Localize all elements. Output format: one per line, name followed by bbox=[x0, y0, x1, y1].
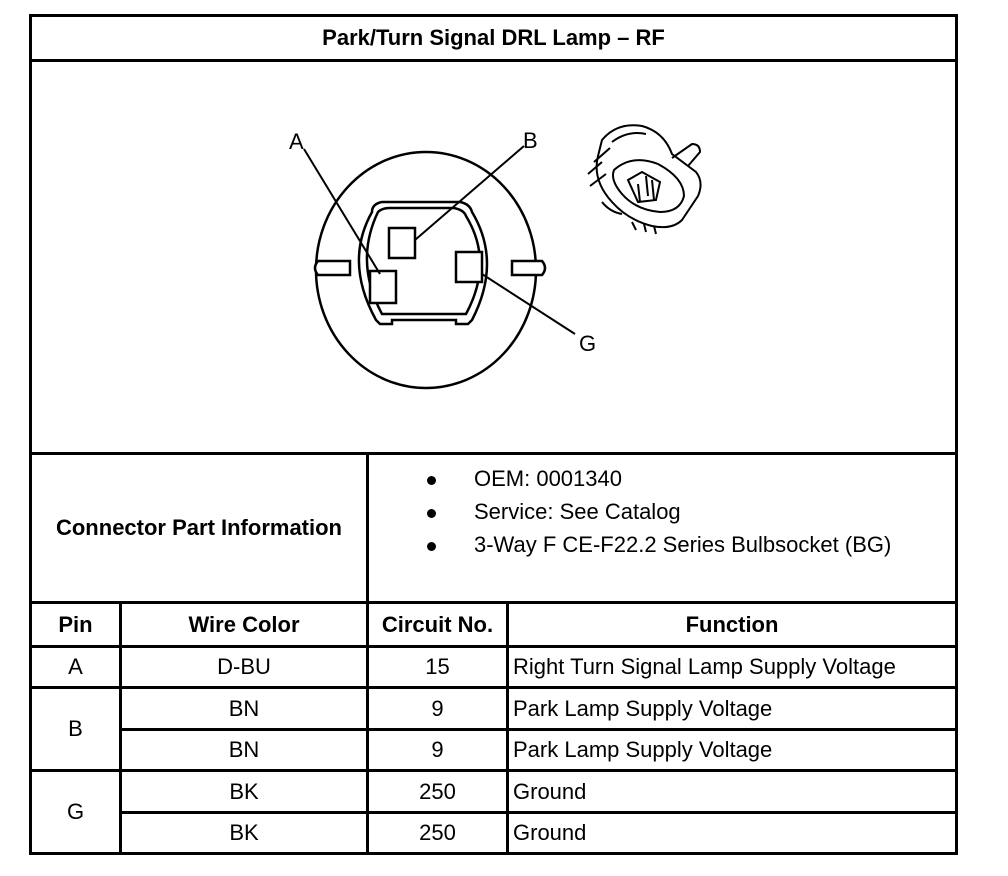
table-cell-wire-color: BN bbox=[228, 737, 260, 762]
pin-label-g: G bbox=[579, 331, 596, 356]
table-cell-wire-color: BK bbox=[229, 778, 259, 804]
table-cell-circuit: 250 bbox=[419, 778, 456, 804]
table-cell-pin: A bbox=[68, 654, 83, 679]
table-cell-circuit: 9 bbox=[431, 737, 444, 762]
diagram-divider bbox=[29, 452, 958, 455]
page-title: Park/Turn Signal DRL Lamp – RF bbox=[322, 25, 665, 50]
connector-info-label: Connector Part Information bbox=[55, 515, 342, 540]
connector-diagram: A B G bbox=[289, 124, 702, 390]
table-cell-circuit: 250 bbox=[419, 820, 456, 845]
table-cell-wire-color: D-BU bbox=[217, 654, 271, 679]
connector-info-item-service: Service: See Catalog bbox=[474, 499, 681, 524]
header-function: Function bbox=[685, 612, 779, 637]
row-divider-header bbox=[29, 645, 958, 648]
outer-frame bbox=[29, 14, 958, 855]
table-cell-wire-color: BN bbox=[228, 695, 260, 721]
table-cell-circuit: 9 bbox=[431, 695, 444, 721]
title-divider bbox=[29, 59, 958, 62]
bullet-1 bbox=[427, 476, 436, 485]
connector-info-divider bbox=[366, 452, 369, 604]
terminal-g bbox=[454, 250, 484, 284]
leader-a bbox=[303, 148, 381, 275]
connector-info-item-oem: OEM: 0001340 bbox=[474, 466, 622, 491]
bullet-3 bbox=[427, 542, 436, 551]
table-cell-function: Ground bbox=[513, 820, 587, 845]
table-cell-function: Park Lamp Supply Voltage bbox=[513, 695, 773, 721]
table-cell-function: Park Lamp Supply Voltage bbox=[513, 737, 773, 762]
leader-b bbox=[414, 145, 525, 241]
header-wire-color: Wire Color bbox=[188, 612, 300, 637]
pin-label-b: B bbox=[523, 128, 538, 153]
right-tab bbox=[510, 259, 547, 277]
row-divider-b bbox=[29, 769, 958, 772]
info-table-divider bbox=[29, 601, 958, 604]
leader-g bbox=[481, 273, 576, 335]
connector-info-item-description: 3-Way F CE-F22.2 Series Bulbsocket (BG) bbox=[474, 532, 892, 557]
pin-label-a: A bbox=[289, 129, 304, 154]
table-cell-function: Ground bbox=[513, 778, 587, 804]
terminal-a bbox=[368, 269, 398, 305]
table-cell-pin: G bbox=[66, 799, 85, 824]
table-cell-pin: B bbox=[68, 716, 83, 741]
row-divider-g-inner bbox=[119, 811, 958, 814]
left-tab bbox=[313, 259, 352, 277]
header-pin: Pin bbox=[58, 612, 93, 637]
table-cell-function: Right Turn Signal Lamp Supply Voltage bbox=[513, 654, 896, 679]
bullet-2 bbox=[427, 509, 436, 518]
table-cell-wire-color: BK bbox=[229, 820, 259, 845]
row-divider-b-inner bbox=[119, 728, 958, 731]
terminal-b bbox=[387, 226, 417, 260]
row-divider-a bbox=[29, 686, 958, 689]
header-circuit-no: Circuit No. bbox=[381, 612, 494, 637]
table-cell-circuit: 15 bbox=[425, 654, 450, 679]
bulb-socket-sketch bbox=[587, 124, 702, 235]
